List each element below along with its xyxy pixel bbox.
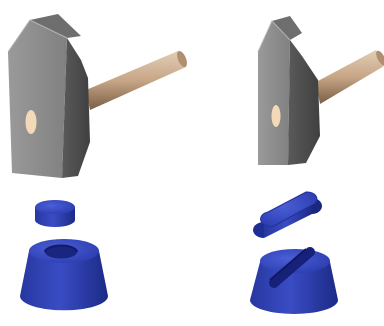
hammer-handle	[86, 50, 189, 110]
left-hammer	[8, 14, 189, 178]
hammer-handle	[316, 49, 384, 104]
left-round-hole-die	[20, 239, 108, 310]
hammer-eye	[272, 105, 281, 127]
hammer-head	[258, 16, 320, 165]
hammer-head	[8, 14, 90, 178]
hammer-eye	[26, 110, 37, 134]
right-slot-punch	[253, 192, 322, 238]
left-round-punch	[35, 200, 75, 227]
right-slot-hole-die	[250, 247, 338, 314]
right-hammer	[258, 16, 384, 165]
